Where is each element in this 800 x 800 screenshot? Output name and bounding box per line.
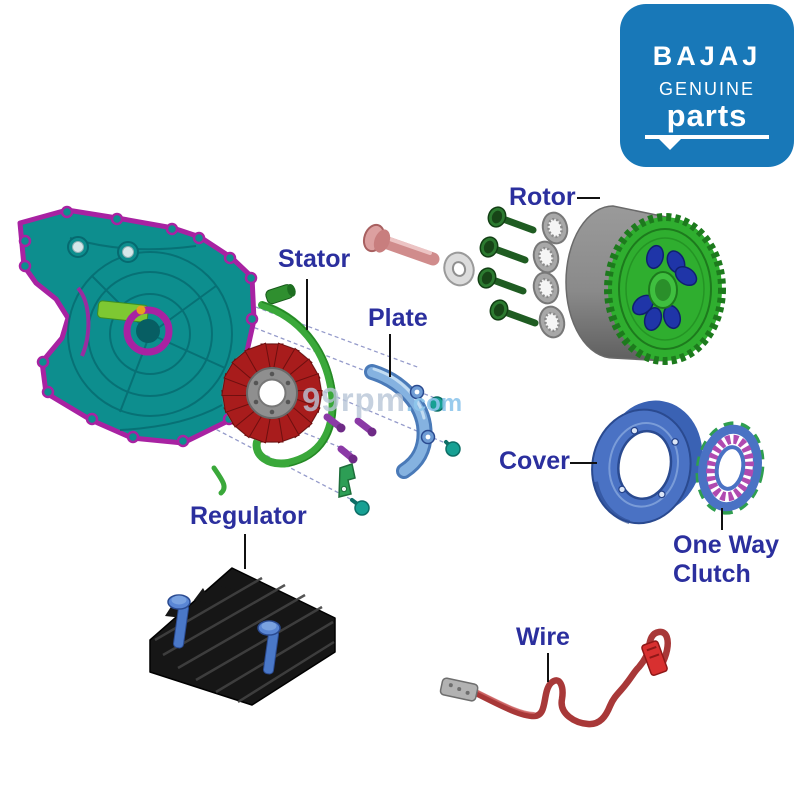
label-stator: Stator [278,245,351,273]
one-way-clutch-illustration [695,421,765,515]
bajaj-genuine-parts-logo: BAJAJ GENUINE parts [620,4,794,167]
engine-cover-illustration [17,205,259,448]
purple-screws [323,413,377,464]
cover-center-hub [97,300,173,356]
cover-ring-screws [618,426,679,499]
label-rotor: Rotor [509,183,576,211]
leader-lines [244,197,723,682]
regulator-illustration [149,567,336,706]
logo-underline [645,135,769,150]
center-bolt [362,223,440,266]
logo-parts-text: parts [666,98,748,133]
rotor-holes [632,244,698,331]
stator-gasket-loop [211,301,337,496]
wire-connector-gray [439,677,479,702]
star-washers [532,211,569,339]
label-cover: Cover [499,447,570,475]
logo-arrow-icon [659,139,681,150]
label-plate: Plate [368,304,428,332]
plate-illustration [364,364,436,479]
regulator-bolts [167,594,281,675]
label-wire: Wire [516,623,570,651]
washer [443,251,475,287]
label-one-way-clutch: One Way Clutch [673,531,780,588]
teal-fasteners [350,396,461,516]
grommet [265,283,296,305]
wire-guide-bracket [338,463,356,498]
logo-genuine-text: GENUINE [658,79,755,99]
wire-illustration [439,628,671,728]
wire-connector-red [641,640,668,677]
plate-tabs [409,384,436,445]
logo-brand-text: BAJAJ [652,41,762,71]
rotor-illustration [565,205,726,365]
rotor-bolts [477,206,539,327]
cover-ring-illustration [591,400,703,525]
cover-bosses [67,236,139,263]
stator-illustration [221,342,323,444]
label-regulator: Regulator [190,502,307,530]
